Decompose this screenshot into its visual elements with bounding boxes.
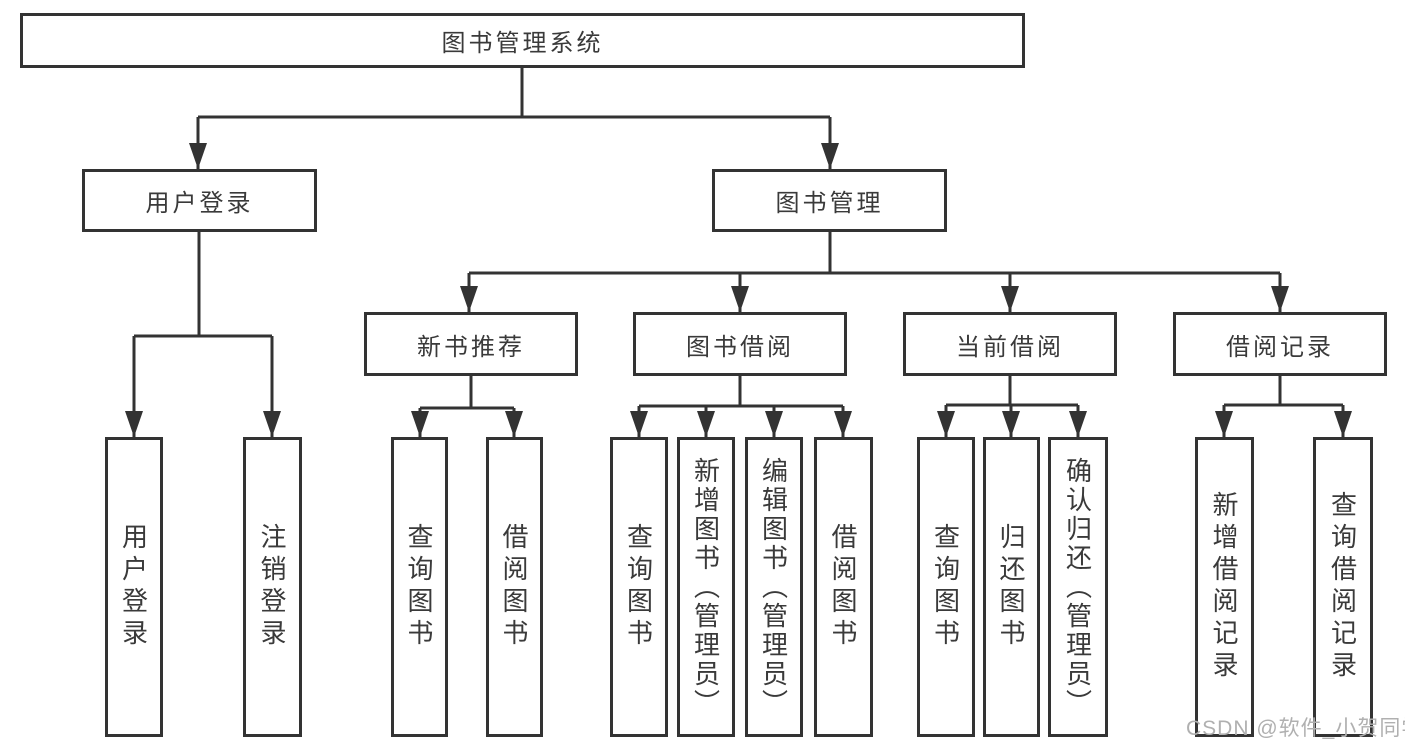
- leaf-current-confirm-return-admin: 确认归还（管理员）: [1048, 437, 1108, 737]
- node-user-login: 用户登录: [82, 169, 317, 232]
- leaf-borrow-query-books-label: 查询图书: [623, 523, 654, 651]
- leaf-borrow-borrow-books: 借阅图书: [814, 437, 873, 737]
- leaf-current-query-books-label: 查询图书: [930, 523, 961, 651]
- arrow-down-icon: [263, 411, 281, 437]
- arrow-down-icon: [1002, 411, 1020, 437]
- arrow-down-icon: [937, 411, 955, 437]
- leaf-borrow-add-books-admin: 新增图书（管理员）: [677, 437, 735, 737]
- node-borrowing-records-label: 借阅记录: [1226, 333, 1334, 361]
- leaf-records-query-record: 查询借阅记录: [1313, 437, 1373, 737]
- node-new-book-recommend-label: 新书推荐: [417, 333, 525, 361]
- arrow-down-icon: [1334, 411, 1352, 437]
- arrow-down-icon: [1271, 286, 1289, 312]
- arrow-down-icon: [125, 411, 143, 437]
- leaf-borrow-edit-books-admin-label: 编辑图书（管理员）: [758, 456, 789, 718]
- leaf-current-query-books: 查询图书: [917, 437, 975, 737]
- leaf-current-confirm-return-admin-label: 确认归还（管理员）: [1062, 456, 1093, 718]
- leaf-current-return-books: 归还图书: [983, 437, 1040, 737]
- leaf-records-add-record: 新增借阅记录: [1195, 437, 1254, 737]
- leaf-borrow-borrow-books-label: 借阅图书: [828, 523, 858, 651]
- node-book-borrowing-label: 图书借阅: [686, 333, 794, 361]
- leaf-user-login: 用户登录: [105, 437, 163, 737]
- node-root-label: 图书管理系统: [441, 30, 604, 57]
- leaf-recommend-borrow-books-label: 借阅图书: [499, 523, 529, 651]
- leaf-recommend-query-books-label: 查询图书: [404, 523, 434, 651]
- node-user-login-label: 用户登录: [145, 190, 254, 217]
- node-book-management: 图书管理: [712, 169, 947, 232]
- node-book-management-label: 图书管理: [775, 190, 884, 217]
- leaf-borrow-edit-books-admin: 编辑图书（管理员）: [745, 437, 803, 737]
- arrow-down-icon: [505, 411, 523, 437]
- leaf-recommend-borrow-books: 借阅图书: [486, 437, 543, 737]
- node-borrowing-records: 借阅记录: [1173, 312, 1387, 376]
- leaf-logout-label: 注销登录: [257, 523, 287, 651]
- csdn-watermark: CSDN @软件_小贺同学: [1186, 717, 1405, 740]
- leaf-borrow-query-books: 查询图书: [610, 437, 668, 737]
- arrow-down-icon: [731, 286, 749, 312]
- node-root: 图书管理系统: [20, 13, 1025, 68]
- connector-lines: [132, 68, 1345, 437]
- arrow-down-icon: [189, 143, 207, 169]
- node-current-borrowing: 当前借阅: [903, 312, 1117, 376]
- arrow-down-icon: [834, 411, 852, 437]
- leaf-current-return-books-label: 归还图书: [996, 523, 1026, 651]
- leaf-records-query-record-label: 查询借阅记录: [1327, 491, 1358, 683]
- arrow-down-icon: [697, 411, 715, 437]
- arrow-down-icon: [630, 411, 648, 437]
- arrow-down-icon: [1001, 286, 1019, 312]
- node-book-borrowing: 图书借阅: [633, 312, 847, 376]
- leaf-records-add-record-label: 新增借阅记录: [1209, 491, 1239, 683]
- arrow-down-icon: [1069, 411, 1087, 437]
- leaf-user-login-label: 用户登录: [118, 523, 149, 651]
- leaf-borrow-add-books-admin-label: 新增图书（管理员）: [690, 456, 721, 718]
- arrow-down-icon: [821, 143, 839, 169]
- arrow-down-icon: [460, 286, 478, 312]
- node-new-book-recommend: 新书推荐: [364, 312, 578, 376]
- arrow-down-icon: [411, 411, 429, 437]
- leaf-recommend-query-books: 查询图书: [391, 437, 448, 737]
- node-current-borrowing-label: 当前借阅: [956, 333, 1064, 361]
- leaf-logout: 注销登录: [243, 437, 302, 737]
- arrow-down-icon: [1215, 411, 1233, 437]
- arrow-down-icon: [765, 411, 783, 437]
